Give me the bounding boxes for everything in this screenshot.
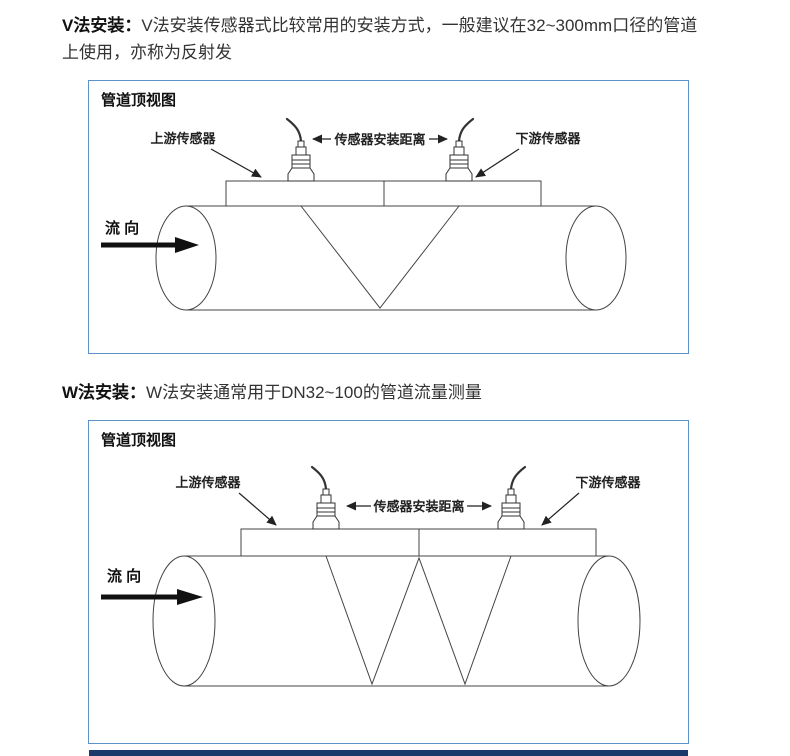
downstream-sensor-callout: 下游传感器 [541,475,641,526]
downstream-sensor-callout: 下游传感器 [475,131,581,178]
distance-label: 传感器安装距离 [333,132,425,147]
diagram-title: 管道顶视图 [101,431,176,449]
flow-arrow-head [175,237,199,253]
w-method-heading: W法安装： [62,383,147,402]
v-sound-path [300,205,460,309]
w-method-description: W法安装：W法安装通常用于DN32~100的管道流量测量 [62,379,714,406]
downstream-sensor-graphic [496,465,527,531]
distance-callout: 传感器安装距离 [346,499,492,514]
upstream-sensor-label: 上游传感器 [175,475,241,490]
w-sound-path [325,555,512,686]
v-method-heading: V法安装： [62,16,142,35]
next-section-top-bar [89,750,688,756]
upstream-sensor-callout: 上游传感器 [150,131,262,178]
w-method-body: W法安装通常用于DN32~100的管道流量测量 [146,383,482,402]
flow-direction: 流 向 [101,219,199,253]
upstream-sensor-graphic [310,465,341,531]
downstream-leader-arrow [475,148,520,178]
v-method-description: V法安装：V法安装传感器式比较常用的安装方式，一般建议在32~300mm口径的管… [62,12,714,66]
flow-arrow-head [177,589,203,605]
downstream-sensor-label: 下游传感器 [575,475,641,490]
v-method-diagram-box: 管道顶视图 上游传感器 传感器安装距离 下游传感器 流 [88,80,689,354]
mounting-rail [225,180,542,207]
flow-direction: 流 向 [101,567,203,605]
upstream-sensor-graphic [285,117,316,183]
upstream-sensor-label: 上游传感器 [150,131,216,146]
upstream-sensor-callout: 上游传感器 [175,475,277,526]
upstream-leader-arrow [238,492,277,526]
upstream-leader-arrow [210,148,262,178]
mounting-rail [240,528,597,557]
distance-label: 传感器安装距离 [372,499,464,514]
v-method-body: V法安装传感器式比较常用的安装方式，一般建议在32~300mm口径的管道上使用，… [62,16,698,62]
downstream-sensor-graphic [444,117,475,183]
v-method-diagram: 管道顶视图 上游传感器 传感器安装距离 下游传感器 流 [101,91,627,311]
distance-callout: 传感器安装距离 [312,132,448,147]
flow-label: 流 向 [107,567,141,585]
w-method-diagram-box: 管道顶视图 上游传感器 传感器安装距离 下游传感器 流 [88,420,689,744]
w-method-diagram: 管道顶视图 上游传感器 传感器安装距离 下游传感器 流 [101,431,641,687]
flow-label: 流 向 [105,219,139,237]
diagram-title: 管道顶视图 [101,91,176,109]
downstream-sensor-label: 下游传感器 [515,131,581,146]
pipe-graphic [152,555,641,687]
downstream-leader-arrow [541,492,580,526]
